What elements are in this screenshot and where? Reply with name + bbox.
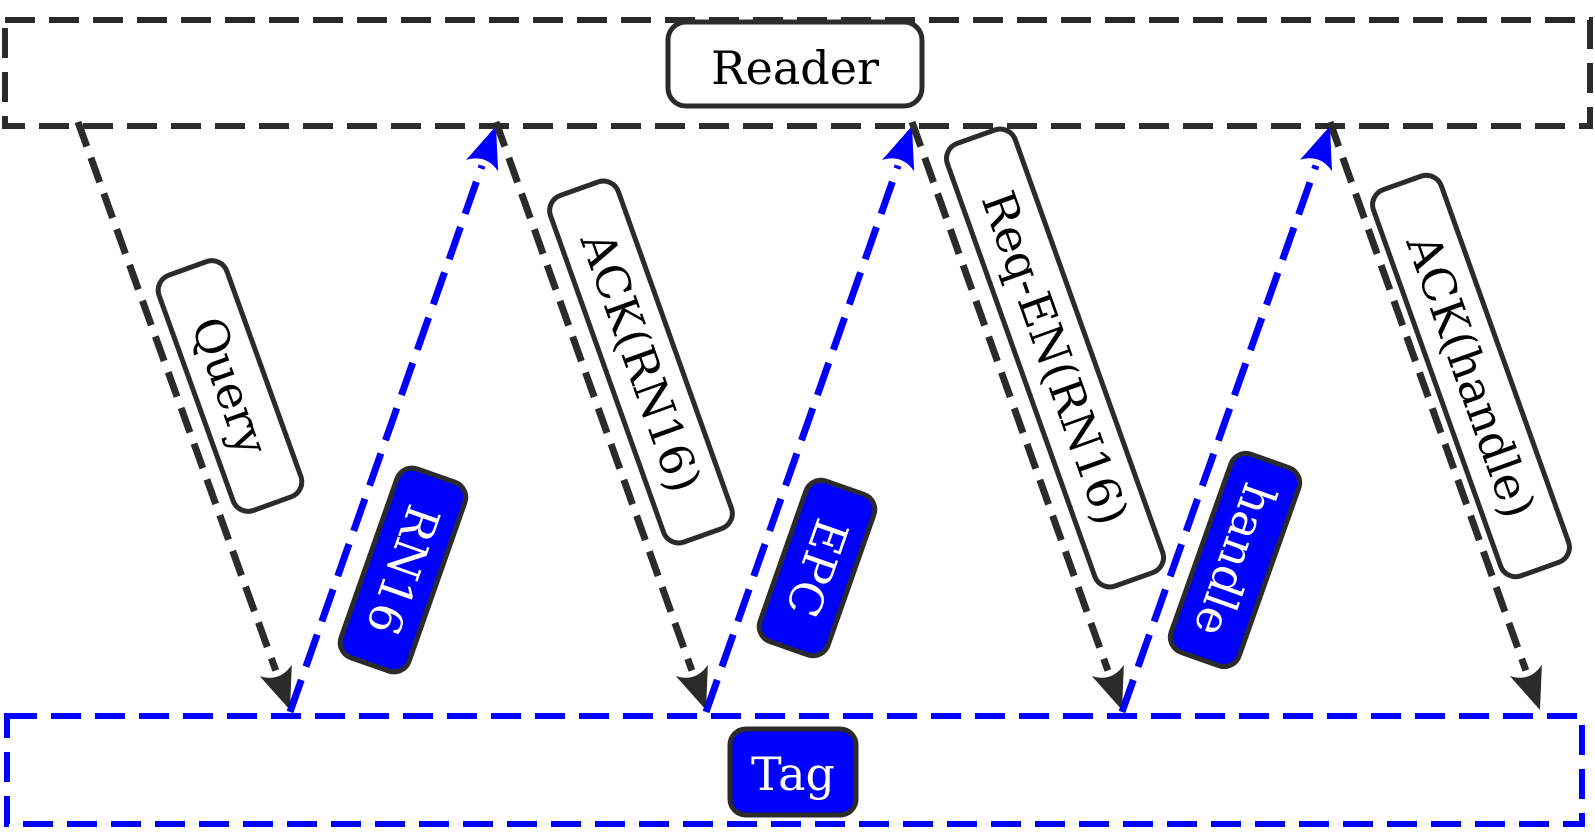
tag-lane: Tag: [4, 713, 1585, 827]
message-label-box-6: [1167, 450, 1303, 670]
tag-label: Tag: [751, 747, 835, 801]
message-label-box-1: [155, 258, 305, 514]
tag-label-box: [727, 726, 859, 818]
reader-lane: Reader: [2, 17, 1593, 129]
message-label-box-3: [547, 178, 735, 546]
message-label-box-4: [756, 477, 878, 659]
tag-lane-border: [4, 713, 1585, 827]
message-arrow-head-3: [675, 664, 708, 710]
message-label-2: RN16: [337, 465, 469, 675]
message-label-box-2: [337, 465, 469, 675]
message-arrow-head-1: [259, 664, 292, 710]
message-arrows: [74, 120, 1542, 714]
message-arrow-line-5: [908, 120, 1112, 672]
message-arrow-line-6: [1118, 164, 1320, 714]
message-arrow-line-1: [74, 120, 280, 672]
message-label-4: EPC: [756, 477, 878, 659]
message-arrow-line-3: [492, 120, 696, 672]
message-arrow-head-6: [1299, 126, 1332, 172]
message-arrow-line-7: [1326, 120, 1530, 672]
message-label-6: handle: [1167, 450, 1303, 670]
reader-label-box: [665, 19, 925, 109]
message-arrow-head-4: [882, 126, 915, 172]
reader-label: Reader: [711, 41, 879, 95]
message-label-box-5: [944, 126, 1166, 590]
message-arrow-head-5: [1091, 664, 1124, 710]
message-arrow-head-7: [1509, 664, 1542, 710]
message-label-box-7: [1370, 172, 1572, 580]
message-label-3: ACK(RN16): [547, 178, 735, 546]
message-arrow-line-2: [286, 164, 486, 714]
message-arrow-head-2: [466, 126, 499, 172]
message-arrow-line-4: [702, 164, 902, 714]
